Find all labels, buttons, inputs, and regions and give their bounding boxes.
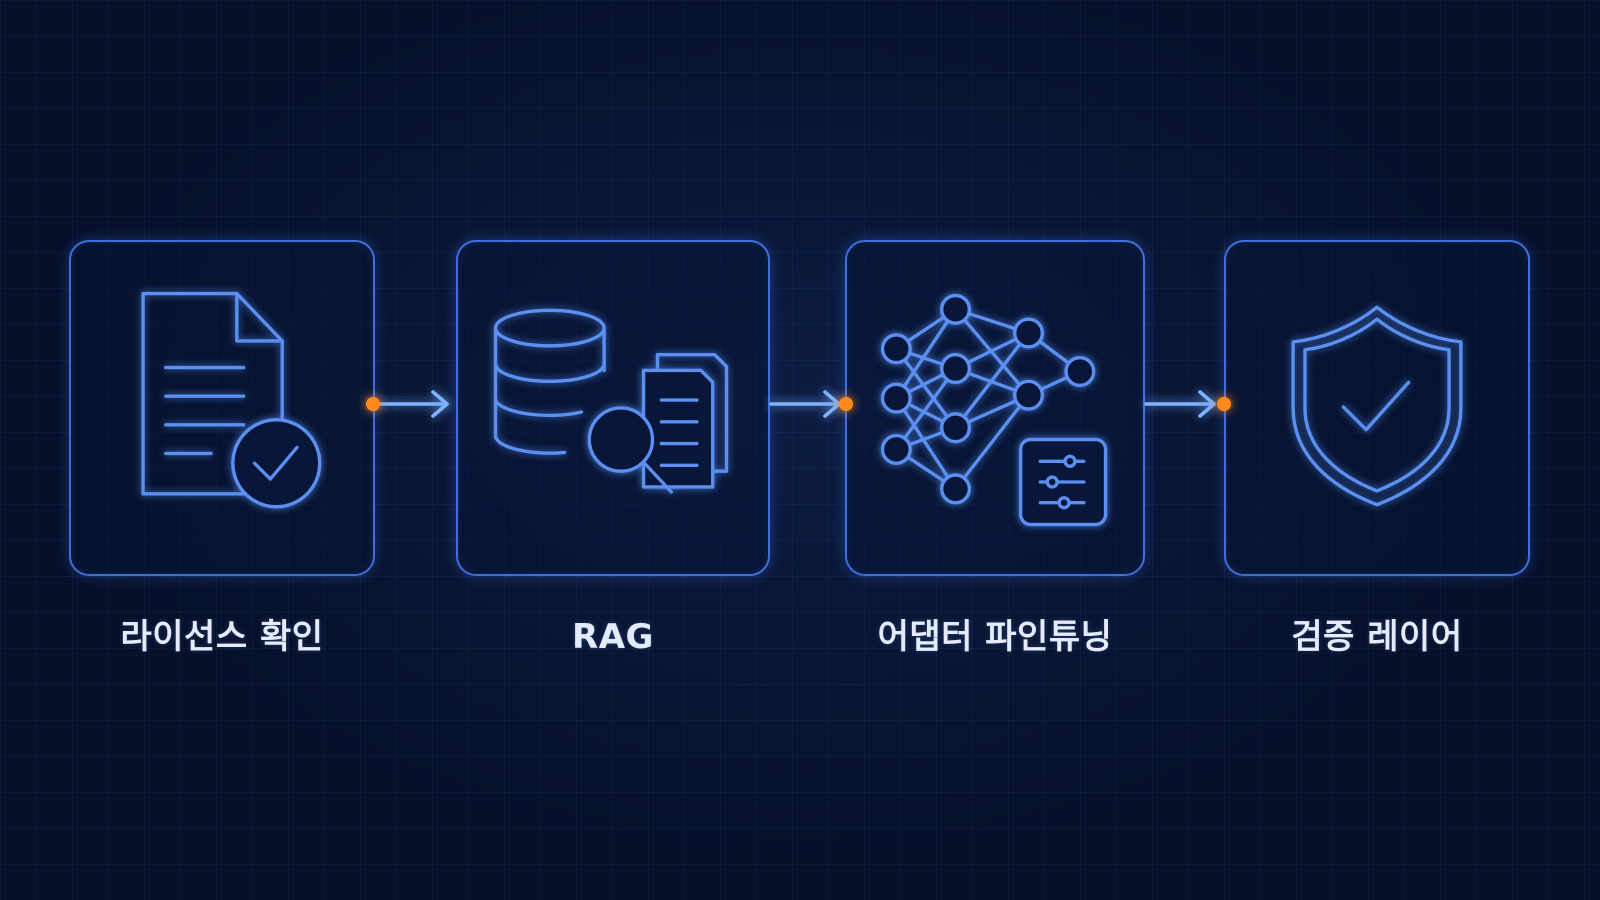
database-search-icon — [493, 308, 729, 494]
step-label-verification-layer: 검증 레이어 — [1291, 617, 1463, 657]
step-label-license-check: 라이선스 확인 — [120, 617, 324, 657]
connector-arrow-3 — [1144, 384, 1231, 424]
shield-check-icon — [1291, 305, 1463, 507]
step-card-adapter-finetuning — [845, 240, 1145, 576]
neural-network-sliders-icon — [880, 293, 1108, 527]
step-card-license-check — [69, 240, 375, 576]
connector-arrow-1 — [363, 384, 457, 424]
step-card-rag — [456, 240, 770, 576]
step-label-rag: RAG — [572, 617, 654, 657]
step-label-adapter-finetuning: 어댑터 파인튜닝 — [877, 617, 1113, 657]
document-check-icon — [141, 291, 322, 509]
step-card-verification-layer — [1224, 240, 1530, 576]
connector-arrow-2 — [769, 384, 853, 424]
